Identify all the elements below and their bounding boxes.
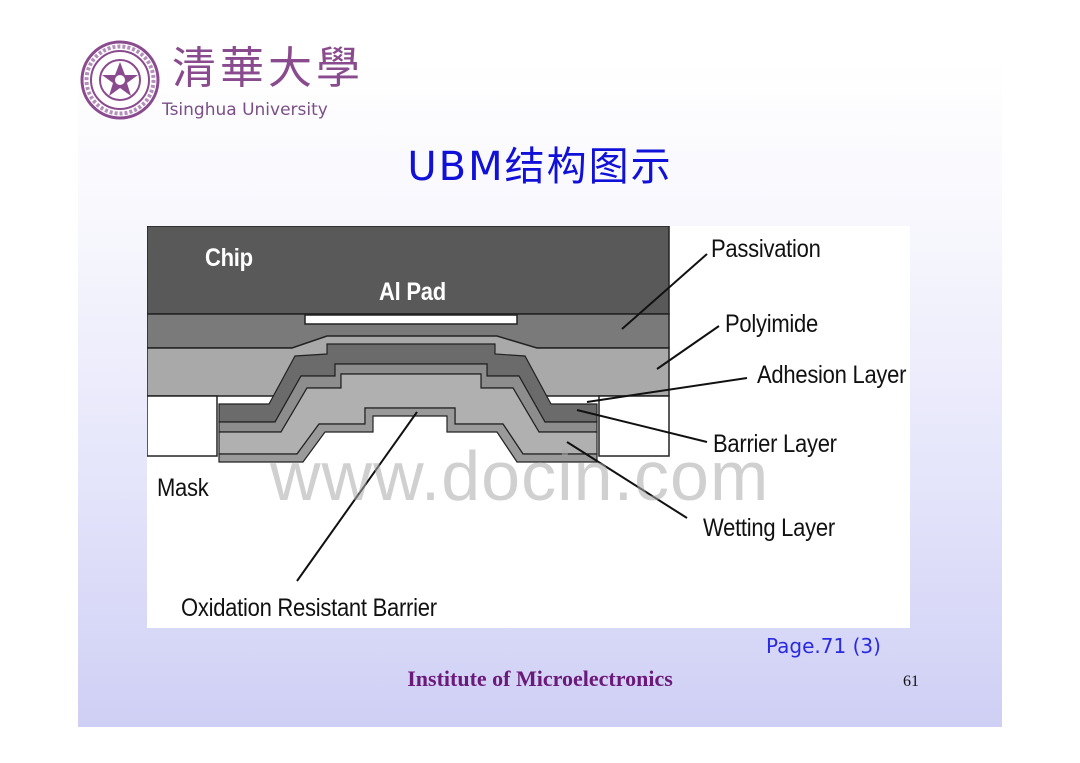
mask-label: Mask xyxy=(157,474,209,502)
footer-institute: Institute of Microelectronics xyxy=(407,666,673,691)
mask-right xyxy=(598,395,670,457)
passivation-leader xyxy=(621,253,708,330)
adhesion-leader xyxy=(586,377,748,403)
watermark: www.docin.com xyxy=(270,437,770,515)
oxidation-leader xyxy=(296,411,418,582)
barrier-layer-label: Barrier Layer xyxy=(713,430,837,458)
al-pad-shape xyxy=(304,314,518,325)
page-number: 61 xyxy=(903,673,919,690)
university-name-en: Tsinghua University xyxy=(162,100,328,120)
wetting-layer-label: Wetting Layer xyxy=(703,514,835,542)
adhesion-layer-label: Adhesion Layer xyxy=(757,361,907,389)
ubm-cross-section xyxy=(147,226,748,582)
chip-label: Chip xyxy=(205,244,253,272)
chip-layer xyxy=(147,226,670,315)
slide-title: UBM结构图示 xyxy=(407,144,673,190)
page-reference: Page.71 (3) xyxy=(766,634,881,658)
passivation-label: Passivation xyxy=(711,235,821,263)
barrier-leader xyxy=(576,409,708,443)
oxidation-resistant-barrier-label: Oxidation Resistant Barrier xyxy=(181,594,437,622)
university-logo: 清華大學 Tsinghua University xyxy=(80,40,360,130)
ubm-structure-diagram: Chip Al Pad Passivation Polyimide Adhesi… xyxy=(147,226,910,628)
university-name-cn: 清華大學 xyxy=(172,43,364,94)
polyimide-leader xyxy=(656,325,720,370)
tsinghua-seal-icon xyxy=(80,40,160,120)
polyimide-label: Polyimide xyxy=(725,310,819,338)
al-pad-label: Al Pad xyxy=(379,278,446,306)
mask-left xyxy=(147,395,218,457)
wetting-leader xyxy=(566,441,688,519)
